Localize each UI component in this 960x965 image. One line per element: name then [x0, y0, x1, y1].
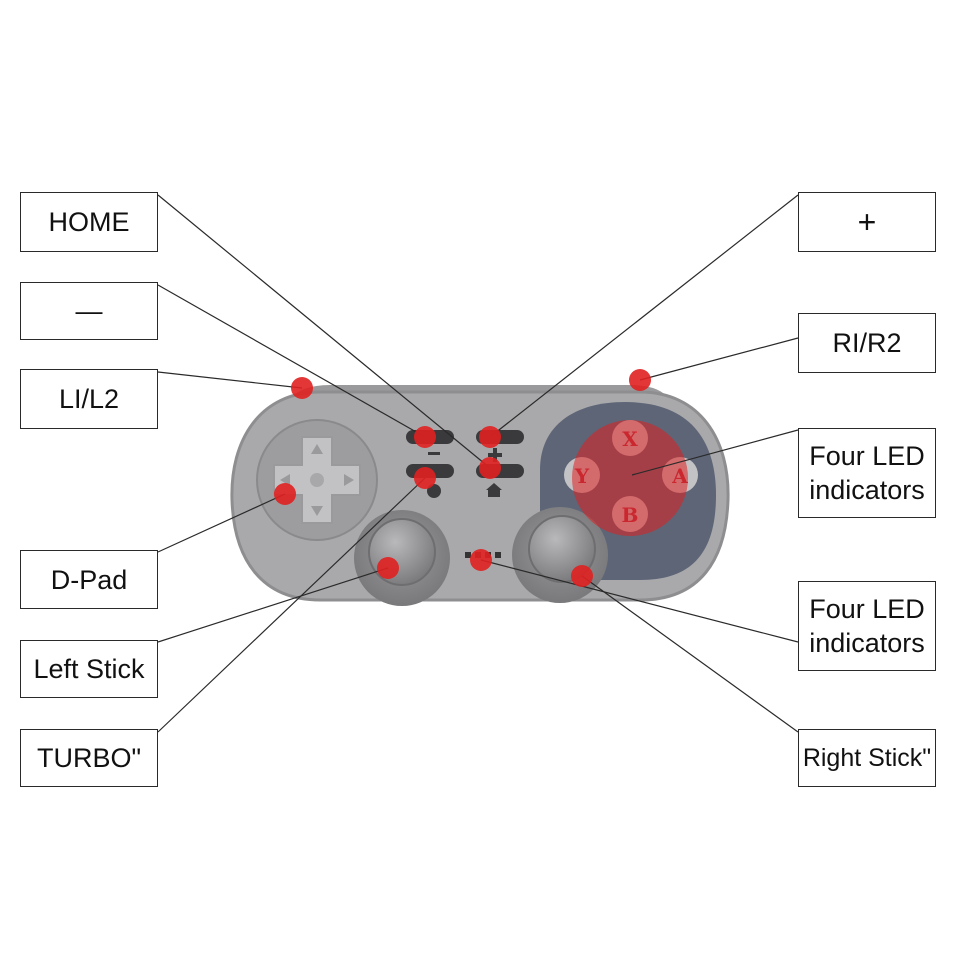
label-dpad: D-Pad: [20, 550, 158, 609]
callout-markers: [274, 369, 651, 587]
face-button-highlight: [572, 420, 688, 536]
plus-icon: [488, 448, 502, 462]
marker-led: [470, 549, 492, 571]
minus-icon: [428, 452, 440, 455]
dpad[interactable]: [256, 419, 378, 541]
left-stick[interactable]: [354, 510, 450, 606]
arrow-up-icon: [311, 444, 323, 454]
label-left-stick: Left Stick: [20, 640, 158, 698]
label-led-top: Four LED indicators: [798, 428, 936, 518]
marker-r1r2: [629, 369, 651, 391]
label-turbo: TURBO": [20, 729, 158, 787]
label-led-bottom: Four LED indicators: [798, 581, 936, 671]
right-stick[interactable]: [512, 507, 608, 603]
marker-dpad: [274, 483, 296, 505]
label-l1l2: LI/L2: [20, 369, 158, 429]
label-home: HOME: [20, 192, 158, 252]
marker-turbo: [414, 467, 436, 489]
arrow-left-icon: [280, 474, 290, 486]
home-icon: [486, 483, 502, 497]
label-plus: +: [798, 192, 936, 252]
marker-right-stick: [571, 565, 593, 587]
marker-left-stick: [377, 557, 399, 579]
leader-lines: [157, 194, 799, 733]
label-right-stick: Right Stick": [798, 729, 936, 787]
marker-home: [479, 457, 501, 479]
marker-l1l2: [291, 377, 313, 399]
label-r1r2: RI/R2: [798, 313, 936, 373]
label-minus: —: [20, 282, 158, 340]
arrow-right-icon: [344, 474, 354, 486]
marker-plus: [479, 426, 501, 448]
marker-minus: [414, 426, 436, 448]
arrow-down-icon: [311, 506, 323, 516]
